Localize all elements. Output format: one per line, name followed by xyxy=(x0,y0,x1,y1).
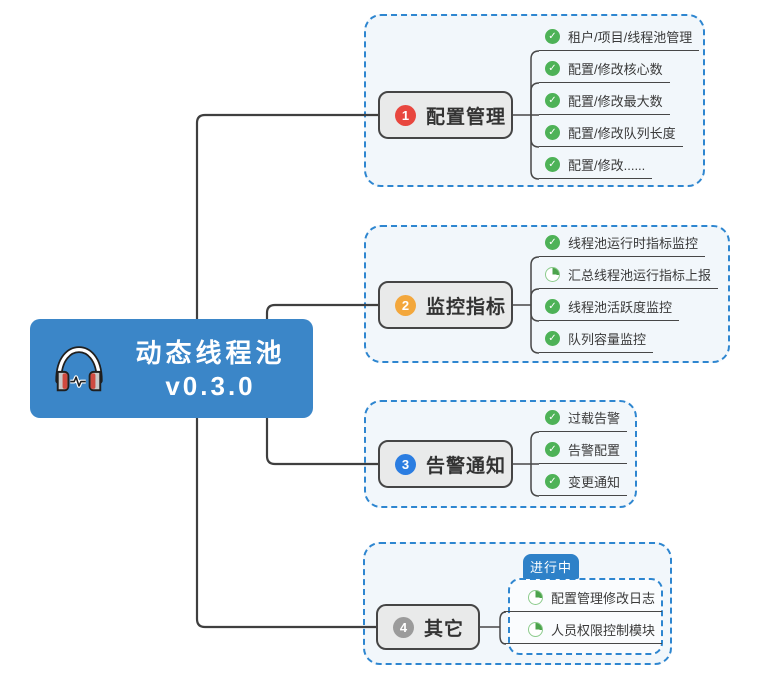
leaf-label: 告警配置 xyxy=(568,442,621,458)
check-icon xyxy=(545,125,560,140)
leaf-topic[interactable]: 汇总线程池运行指标上报 xyxy=(539,261,719,289)
leaf-topic[interactable]: 租户/项目/线程池管理 xyxy=(539,23,700,51)
progress-pie-icon xyxy=(528,622,543,637)
leaf-label: 线程池运行时指标监控 xyxy=(568,235,699,251)
priority-2-icon: 2 xyxy=(395,294,416,316)
leaf-label: 线程池活跃度监控 xyxy=(568,299,673,315)
leaf-label: 过载告警 xyxy=(568,410,621,426)
leaf-topic[interactable]: 配置/修改最大数 xyxy=(539,87,670,115)
leaf-topic[interactable]: 配置/修改核心数 xyxy=(539,55,670,83)
root-title-line2: v0.3.0 xyxy=(165,370,256,401)
check-icon xyxy=(545,442,560,457)
leaf-topic[interactable]: 人员权限控制模块 xyxy=(504,616,663,644)
topic-monitoring-metrics[interactable]: 2 监控指标 xyxy=(378,281,513,329)
leaf-topic[interactable]: 线程池运行时指标监控 xyxy=(539,229,706,257)
leaf-label: 配置/修改队列长度 xyxy=(568,125,676,141)
priority-1-icon: 1 xyxy=(395,104,416,126)
root-title-line1: 动态线程池 xyxy=(135,337,286,368)
root-title: 动态线程池 v0.3.0 xyxy=(108,336,313,402)
check-icon xyxy=(545,299,560,314)
priority-4-icon: 4 xyxy=(393,616,414,638)
root-topic[interactable]: 动态线程池 v0.3.0 xyxy=(30,319,313,418)
leaf-label: 队列容量监控 xyxy=(568,331,647,347)
check-icon xyxy=(545,331,560,346)
leaf-label: 汇总线程池运行指标上报 xyxy=(568,267,712,283)
leaf-label: 配置/修改...... xyxy=(568,157,646,173)
topic-label: 监控指标 xyxy=(426,296,507,318)
progress-pie-icon xyxy=(545,267,560,282)
topic-label: 其它 xyxy=(424,618,465,640)
leaf-label: 人员权限控制模块 xyxy=(551,622,656,638)
leaf-topic[interactable]: 线程池活跃度监控 xyxy=(539,293,680,321)
topic-other[interactable]: 4 其它 xyxy=(376,604,480,650)
priority-3-icon: 3 xyxy=(395,453,416,475)
leaf-topic[interactable]: 配置管理修改日志 xyxy=(504,584,663,612)
leaf-topic[interactable]: 告警配置 xyxy=(539,436,628,464)
leaf-topic[interactable]: 队列容量监控 xyxy=(539,325,654,353)
leaf-topic[interactable]: 配置/修改...... xyxy=(539,151,653,179)
leaf-label: 配置/修改最大数 xyxy=(568,93,663,109)
topic-alert-notification[interactable]: 3 告警通知 xyxy=(378,440,513,488)
topic-label: 告警通知 xyxy=(426,455,507,477)
check-icon xyxy=(545,474,560,489)
topic-config-management[interactable]: 1 配置管理 xyxy=(378,91,513,139)
check-icon xyxy=(545,157,560,172)
leaf-label: 变更通知 xyxy=(568,474,621,490)
headphones-icon xyxy=(55,345,103,391)
leaf-label: 配置管理修改日志 xyxy=(551,590,656,606)
progress-pie-icon xyxy=(528,590,543,605)
leaf-topic[interactable]: 变更通知 xyxy=(539,468,628,496)
check-icon xyxy=(545,410,560,425)
check-icon xyxy=(545,61,560,76)
status-badge-in-progress[interactable]: 进行中 xyxy=(523,554,579,579)
leaf-topic[interactable]: 配置/修改队列长度 xyxy=(539,119,683,147)
topic-label: 配置管理 xyxy=(426,106,507,128)
leaf-label: 租户/项目/线程池管理 xyxy=(568,29,693,45)
check-icon xyxy=(545,29,560,44)
check-icon xyxy=(545,93,560,108)
leaf-topic[interactable]: 过载告警 xyxy=(539,404,628,432)
check-icon xyxy=(545,235,560,250)
leaf-label: 配置/修改核心数 xyxy=(568,61,663,77)
